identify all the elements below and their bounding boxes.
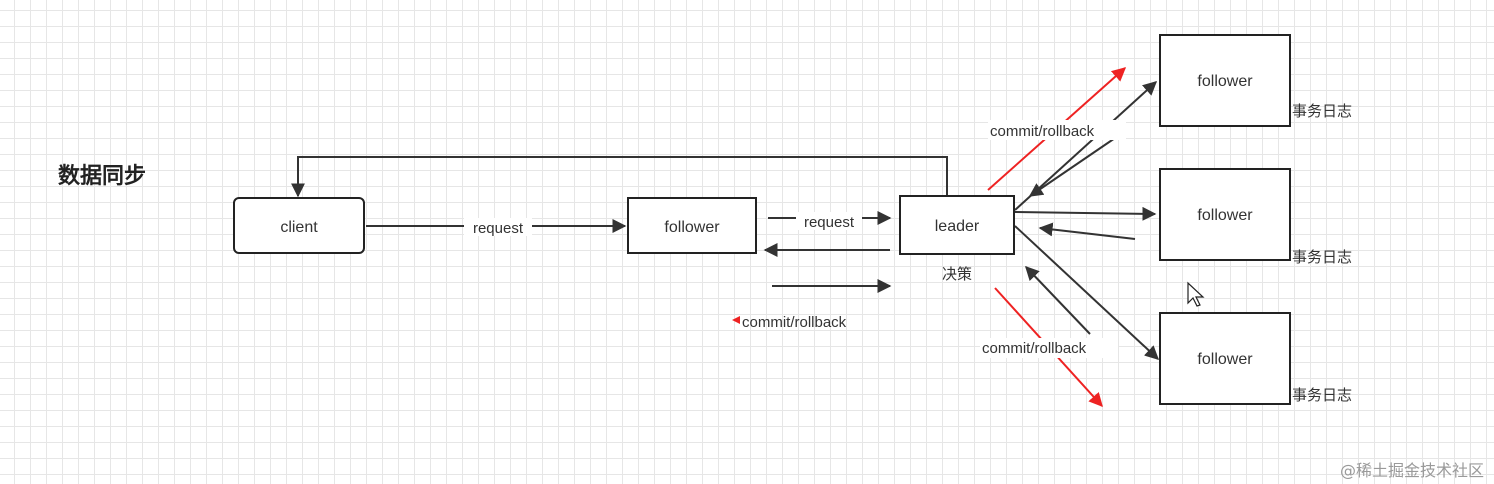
watermark: @稀土掘金技术社区: [1339, 461, 1484, 480]
log-label-mid: 事务日志: [1292, 248, 1352, 266]
mouse-pointer-icon: [1187, 281, 1205, 307]
follower-mid-node-label: follower: [1197, 207, 1253, 224]
follower-main-node: follower: [627, 197, 757, 254]
follower-bottom-to-leader-arrow: [1025, 265, 1091, 335]
follower-bottom-node-label: follower: [1197, 351, 1253, 368]
leader-to-client-line: [291, 156, 948, 198]
commit-left-label: commit/rollback: [742, 314, 847, 331]
leader-node-label: leader: [935, 218, 980, 235]
follower-mid-node: follower: [1159, 168, 1291, 261]
client-node: client: [233, 197, 365, 254]
commit-top-label: commit/rollback: [990, 123, 1095, 140]
leader-node: leader: [899, 195, 1015, 255]
follower-mid-to-leader-arrow: [1038, 222, 1136, 240]
request-label-client: request: [473, 220, 524, 237]
request-label-follower: request: [804, 214, 855, 231]
commit-bottom-label: commit/rollback: [982, 340, 1087, 357]
follower-main-node-label: follower: [664, 219, 720, 236]
follower-top-to-leader-arrow: [1028, 135, 1119, 197]
log-label-bottom: 事务日志: [1292, 386, 1352, 404]
leader-to-follower-mid-arrow: [1014, 206, 1157, 221]
diagram-title: 数据同步: [58, 164, 147, 189]
log-label-top: 事务日志: [1292, 102, 1352, 120]
follower-top-node: follower: [1159, 34, 1291, 127]
decision-label: 决策: [942, 265, 972, 283]
leader-to-follower-bottom-arrow: [1014, 225, 1160, 360]
commit-left-red-mark: [732, 316, 740, 324]
follower-top-node-label: follower: [1197, 73, 1253, 90]
follower-bottom-node: follower: [1159, 312, 1291, 405]
client-node-label: client: [280, 219, 318, 236]
